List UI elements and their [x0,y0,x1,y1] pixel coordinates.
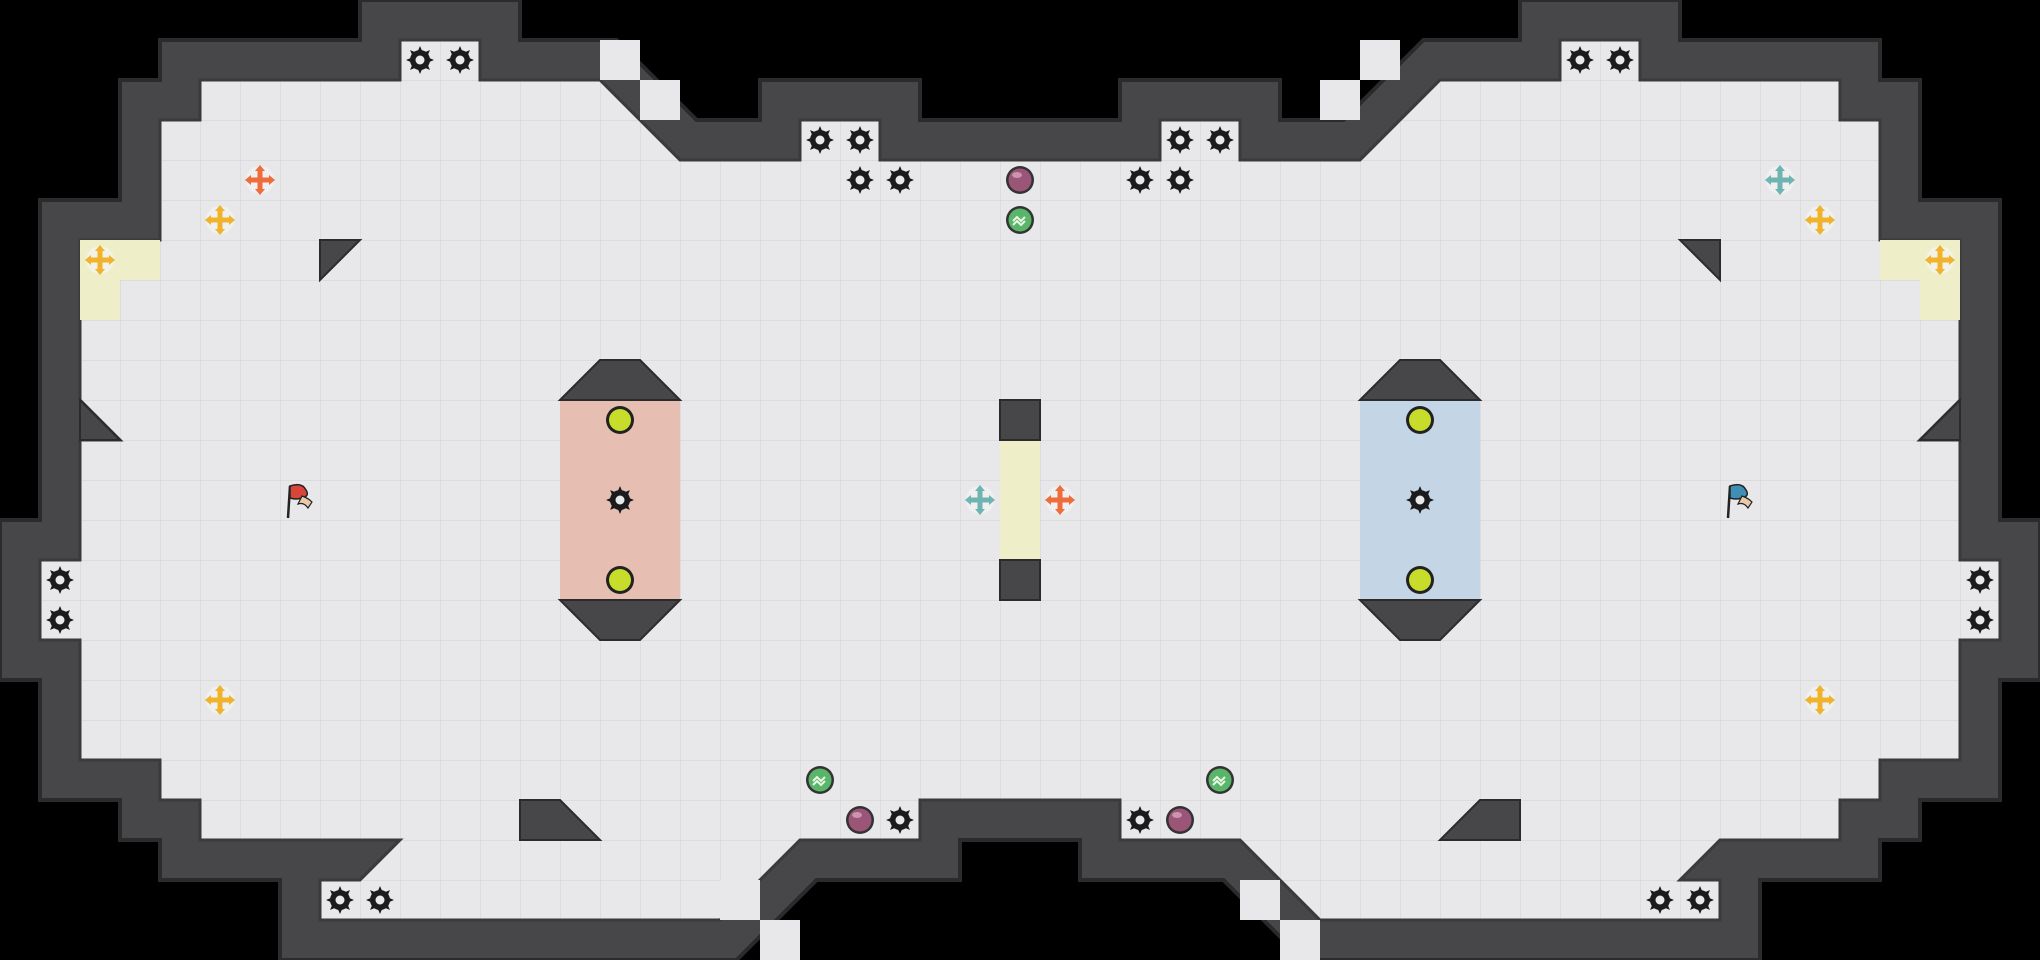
spike [406,46,434,74]
spike [1966,606,1994,634]
speed-pad [806,766,834,794]
boost [965,485,995,515]
boost [205,685,235,715]
yellow-tile [1880,240,1920,280]
floor-notch [600,40,640,80]
spike [1406,486,1434,514]
bomb [606,406,634,434]
wedge-left-mid [79,397,123,441]
spike [1606,46,1634,74]
red-base-top-wedge [557,359,683,401]
boost [1765,165,1795,195]
entities [46,46,1994,914]
spike [606,486,634,514]
boost [1805,205,1835,235]
floor-notch [720,880,760,920]
spike [1126,166,1154,194]
wedge-bottom-left [519,799,603,841]
bomb [606,566,634,594]
yellow-tile [1920,280,1960,320]
blue-base-bottom-wedge [1357,599,1483,641]
spike [46,566,74,594]
spike [46,606,74,634]
boost [1925,245,1955,275]
bomb [1406,406,1434,434]
spike [1166,166,1194,194]
boost [205,205,235,235]
spike [1126,806,1154,834]
spike [886,806,914,834]
spike [846,126,874,154]
boost [245,165,275,195]
spike [1966,566,1994,594]
spike [1206,126,1234,154]
spike [366,886,394,914]
spike [1566,46,1594,74]
powerup [846,806,874,834]
blue-flag [1726,483,1753,519]
blue-base-top-wedge [1357,359,1483,401]
bomb [1406,566,1434,594]
spike [446,46,474,74]
boost [1805,685,1835,715]
spike [1686,886,1714,914]
spike [846,166,874,194]
spike [1166,126,1194,154]
floor-notch [640,80,680,120]
boost [85,245,115,275]
floor-notch [1320,80,1360,120]
spike [326,886,354,914]
wedge-left-top [319,239,363,283]
wall-blocks [79,239,1961,841]
boost [1045,485,1075,515]
red-base-bottom-wedge [557,599,683,641]
floor-notch [1280,920,1320,960]
center-block-top [999,399,1041,441]
floor-notch [760,920,800,960]
powerup [1006,166,1034,194]
yellow-tile [80,280,120,320]
speed-pad [1006,206,1034,234]
floor-notch [1360,40,1400,80]
yellow-tile [120,240,160,280]
spike [886,166,914,194]
speed-pad [1206,766,1234,794]
center-neutral-zone [1000,440,1040,560]
spike [806,126,834,154]
red-flag [286,483,313,519]
wedge-bottom-right [1437,799,1521,841]
spike [1646,886,1674,914]
floor-notch [1240,880,1280,920]
wedge-right-mid [1917,397,1961,441]
wedge-right-top [1677,239,1721,283]
center-block-bottom [999,559,1041,601]
powerup [1166,806,1194,834]
